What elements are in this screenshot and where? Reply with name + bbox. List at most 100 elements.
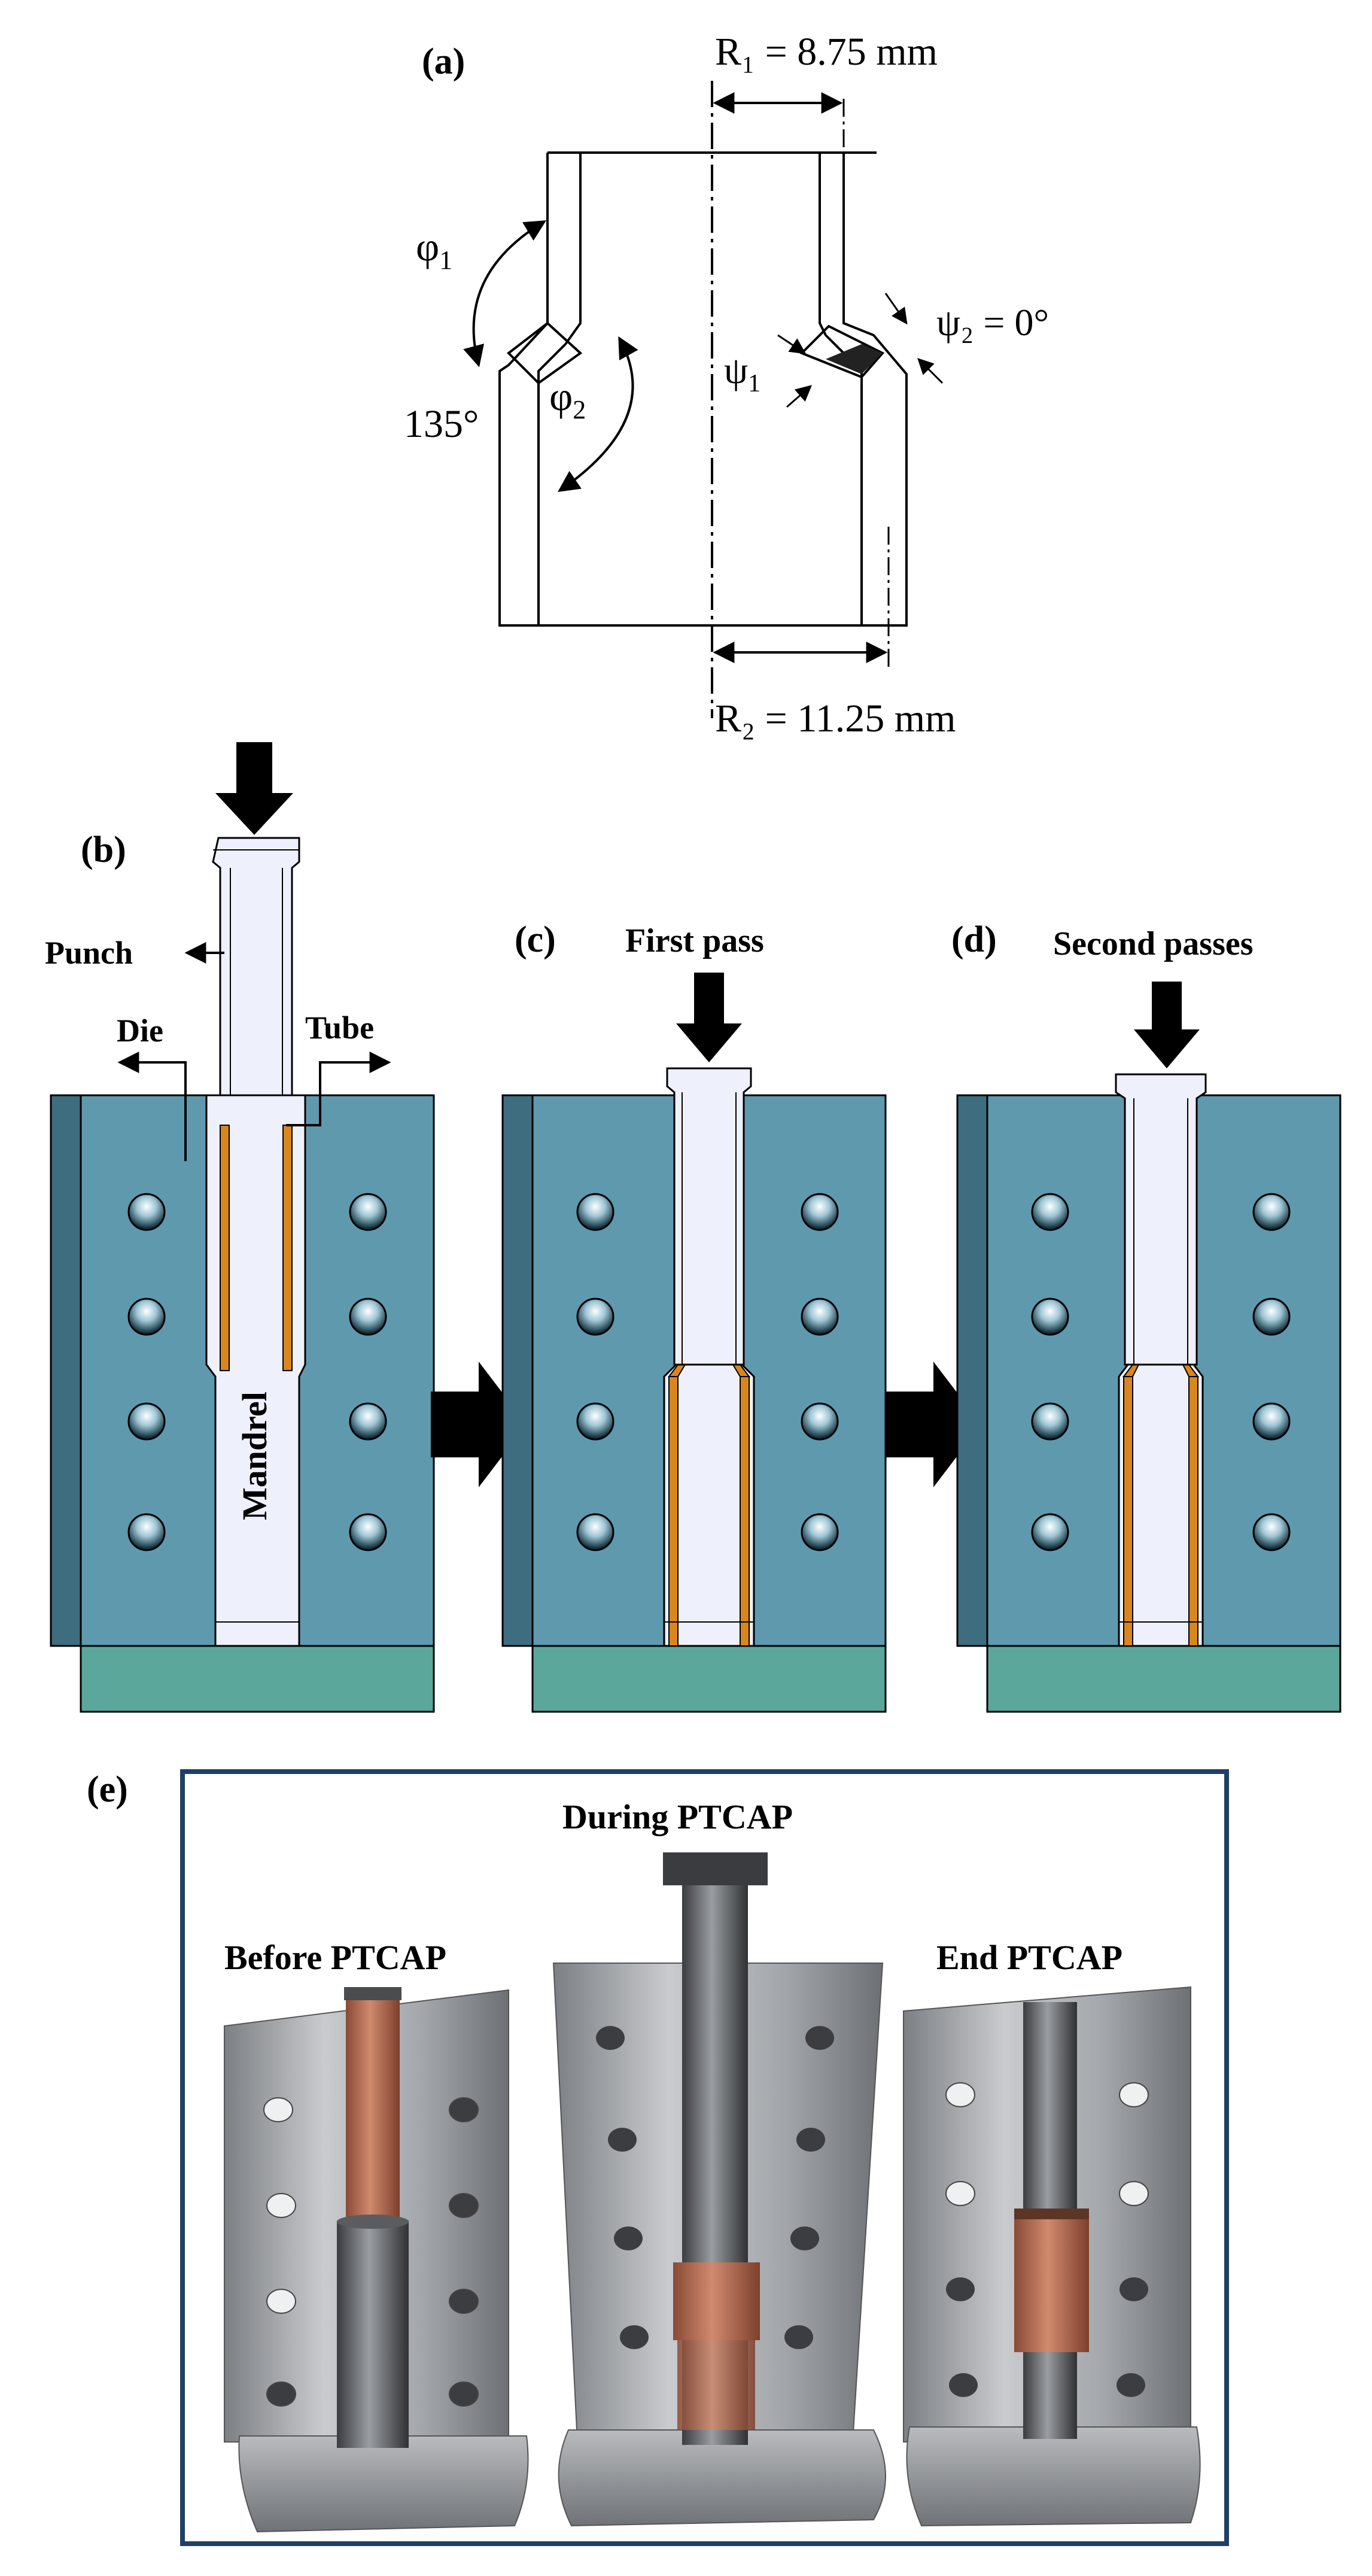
die-holes-d [1031,1193,1291,1551]
hole [1031,1193,1069,1231]
die-base-c [531,1645,887,1713]
hole [349,1298,387,1336]
tube-rim [344,1987,401,2000]
punch-c [666,1067,752,1366]
hole [805,2026,834,2050]
hole [1031,1298,1069,1336]
hole [349,1513,387,1551]
copper-tube [673,2262,760,2340]
first-pass-arrow [676,973,742,1062]
punch-b [212,837,300,1096]
second-passes-title: Second passes [1053,925,1254,962]
hole [1119,2082,1149,2107]
psi1-arrow-a [777,334,807,354]
photo-before [224,1987,529,2533]
second-pass-arrow [1134,982,1200,1068]
hole [614,2226,643,2250]
hole [449,2289,479,2314]
panel-c-label: (c) [515,919,556,960]
hole [127,1513,166,1551]
die-side-c [501,1094,537,1647]
tube-right-b [282,1125,293,1371]
hole [127,1402,166,1441]
die-holes-b [127,1193,387,1551]
die-side-d [956,1094,991,1647]
punch-force-arrow [215,742,293,835]
hole [945,2181,975,2206]
rod-top [337,2214,409,2229]
copper-tube-lower [677,2340,755,2430]
hole [1031,1402,1069,1441]
tube-left-c [668,1376,679,1647]
tube-left-d [1123,1376,1133,1647]
tube-right-d [1188,1376,1198,1647]
end-title: End PTCAP [936,1938,1122,1977]
hole [801,1298,839,1336]
die-holes-c [576,1193,839,1551]
hole [790,2226,819,2250]
die-base-disk [906,2426,1201,2527]
angle-135-label: 135° [404,402,479,446]
hole [449,2193,479,2218]
psi1-arrow-b [786,385,813,408]
die-base-b [80,1645,435,1713]
hole [449,2097,479,2122]
copper-tube [346,1996,400,2223]
hole [576,1513,614,1551]
hole [266,2289,296,2314]
die-label: Die [117,1013,163,1049]
die-base-d [986,1645,1341,1713]
tube-label: Tube [305,1010,374,1046]
panel-d: (d) Second passes [951,919,1341,1713]
hole [449,2381,479,2407]
hole [596,2026,625,2050]
mandrel-label: Mandrel [235,1392,274,1520]
psi2-arrow-b [917,358,944,384]
panel-e-label: (e) [87,1769,128,1810]
hole [608,2128,637,2152]
die-side-b [50,1094,85,1647]
panel-c: (c) First pass [501,919,887,1713]
hole [945,2082,975,2107]
copper-tube [1014,2214,1089,2352]
phi2-symbol: φ2 [549,373,586,424]
hole [349,1402,387,1441]
psi2-label: ψ₂ = 0° [936,301,1049,344]
hole [576,1193,614,1231]
during-title: During PTCAP [562,1797,793,1836]
phi1-arc [463,220,547,367]
die-base-disk [558,2429,886,2527]
hole [801,1193,839,1231]
hole [949,2373,978,2397]
hole [784,2325,813,2349]
hole [946,2277,975,2301]
mandrel-rod [337,2220,409,2448]
phi2-arc [558,336,638,493]
first-pass-title: First pass [625,922,764,959]
hole [127,1298,166,1336]
panel-b-label: (b) [81,830,126,870]
hole [801,1513,839,1551]
kink-shading [826,344,883,374]
before-title: Before PTCAP [224,1938,446,1977]
hole [1252,1513,1291,1551]
hole [1117,2373,1145,2397]
hole [266,2381,296,2407]
hole [620,2325,649,2349]
tube-leader [286,1052,391,1126]
hole [1252,1193,1291,1231]
panel-a-label: (a) [422,41,465,82]
panel-a: (a) R₁ = 8.75 mm R₂ = 11.25 mm φ1 φ2 135… [404,30,1049,740]
photo-end [903,1986,1201,2527]
tube-rim [1014,2209,1089,2219]
psi1-symbol: ψ1 [724,349,760,397]
tube-right-c [740,1376,750,1647]
hole [1119,2181,1149,2206]
hole [127,1193,166,1231]
die-leader [117,1052,187,1161]
hole [1252,1298,1291,1336]
punch-d [1115,1073,1207,1366]
phi1-symbol: φ1 [416,224,452,275]
hole [1119,2277,1148,2301]
